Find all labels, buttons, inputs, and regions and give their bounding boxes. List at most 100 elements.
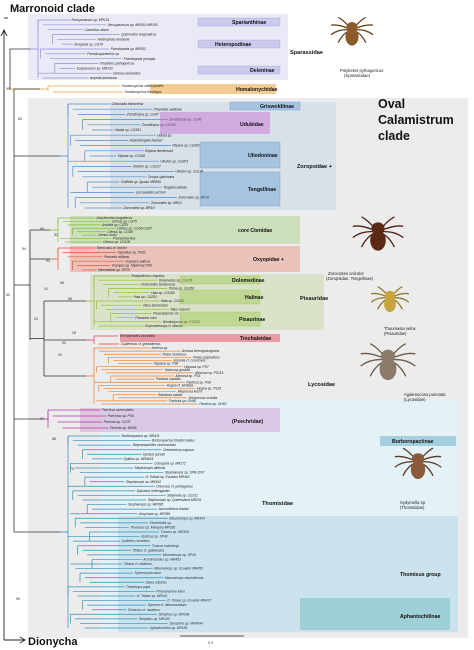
- arrow-up-icon: [0, 28, 8, 37]
- tip-label: cf. Tobias sp. Ecuador MR440: [145, 475, 189, 479]
- thomisus-group-label: Thomisus group: [400, 572, 441, 578]
- spider-photo-pisauridae: [370, 286, 410, 312]
- support-value: 96: [60, 281, 64, 285]
- pisaurinae-box: [179, 311, 261, 327]
- tip-label: Stephanopoides sexmaculata: [132, 443, 175, 447]
- tip-label: Fecenia sp. CG75: [104, 420, 131, 424]
- tip-label: Strophius sp. MR180: [139, 617, 170, 621]
- tip-label: Misumenops nepenthicola: [165, 576, 203, 580]
- photo-caption: (Lycosidae): [404, 397, 426, 402]
- tip-label: Uliodon sp. CG196: [175, 170, 203, 174]
- photo-caption: Agalenocosa punctata: [404, 392, 446, 397]
- spider-abdomen: [370, 230, 386, 251]
- tip-label: Phoneutria fera: [113, 237, 136, 241]
- arrow-right-icon: [19, 636, 26, 644]
- tip-label: Euprosthenops cf. bianna: [145, 324, 183, 328]
- dolomedinae-box: [179, 275, 261, 285]
- tip-label: Titidius cf. albifrons: [124, 562, 153, 566]
- oval-title-1: Oval: [378, 97, 405, 111]
- tip-label: Uliodon sp. CG127: [133, 165, 161, 169]
- tip-label: Trechaleoides biocellata: [120, 334, 155, 338]
- halinae-label: Halinae: [245, 295, 264, 301]
- tengellinae-label: Tengellinae: [248, 187, 276, 193]
- tip-label: Pseudopoda sp. MR532: [111, 47, 147, 51]
- tip-label: Onocolus cf. pentagonus: [156, 484, 193, 488]
- tip-label: Synema parvulum: [135, 571, 162, 575]
- tip-label: Strophius sp. MR168: [158, 612, 189, 616]
- photo-caption: Zorocrates unicolor: [328, 271, 364, 276]
- tip-label: Aphantochilus sp. MR186: [149, 626, 188, 630]
- tip-label: Tapinillus sp. PS32: [118, 251, 146, 255]
- dolomedinae-label: Dolomedinae: [232, 278, 265, 284]
- photo-caption: (Sparassidae): [344, 73, 371, 78]
- photo-caption: (Zoropsidae, Tengellinae): [326, 276, 374, 281]
- tip-label: Zorodictyna sp. CG300: [141, 123, 176, 127]
- tip-label: Stephanopis sp. MR395: [128, 503, 163, 507]
- zoropsidae-panel: [110, 102, 336, 210]
- tip-label: Venonia cf. coruscans: [173, 359, 206, 363]
- tip-label: Psechrus senoculatus: [102, 408, 135, 412]
- tip-label: Zorocrates sp. MR19: [123, 206, 155, 210]
- tip-label: Ctenus sp. CG108: [103, 240, 130, 244]
- spider-photo-zoropsidae: [352, 216, 404, 251]
- sparianthinae-box: [197, 17, 281, 27]
- tip-label: Pardosa sp. GH48: [169, 399, 196, 403]
- photo-caption: (Thomisidae): [400, 505, 425, 510]
- support-value: 54: [22, 247, 26, 251]
- tip-label: Coenypha sp. MR172: [154, 462, 186, 466]
- tip-label: Bradystichus crispatus: [132, 274, 165, 278]
- tip-label: Ctenus sp. CG99: [107, 230, 132, 234]
- borboropactinae-label: Borboropactinae: [392, 439, 434, 445]
- tip-label: Neosparassus sp. MR154-MR350: [108, 23, 158, 27]
- tip-label: Zorocrates sp. MR12: [150, 201, 182, 205]
- tip-label: Austrotengella hackeri: [129, 139, 163, 143]
- tip-label: Epicadus heterogaster: [137, 489, 171, 493]
- deleninae-box: [197, 65, 281, 75]
- deleninae-label: Deleninae: [250, 68, 275, 74]
- aphantochilinae-label: Aphantochilinae: [400, 614, 440, 620]
- tip-label: Arctosa sp.: [151, 346, 169, 350]
- homalonychidae-label: Homalonychidae: [236, 87, 278, 93]
- tip-label: Zorodictyna sp. CG47: [126, 113, 159, 117]
- psechridae-label: (Psechridae): [232, 419, 263, 425]
- tip-label: Quemedice enigmaticus: [121, 33, 157, 37]
- tip-label: Borboropactus bituberculatus: [152, 439, 195, 443]
- tip-label: Kilyana sp. CG302: [172, 144, 200, 148]
- support-value: 58: [68, 297, 72, 301]
- tip-label: Tmarus holmbergi: [152, 544, 179, 548]
- tip-label: Dolomedes tenebrosus: [141, 282, 175, 286]
- ctenidae-panel: [70, 216, 300, 244]
- tip-label: Oxyopes salticus: [125, 259, 150, 263]
- photo-caption: Polybetes pythagoricus: [340, 68, 383, 73]
- spider-photo-sparassidae: [330, 16, 374, 46]
- tip-label: Stephanopis sp. MR442: [126, 480, 161, 484]
- tip-label: Allocosa sp. PS114: [194, 371, 224, 375]
- tip-label: Polybetes pythagoricus: [100, 62, 134, 66]
- tip-label: Xysticus sp. SP40: [140, 535, 168, 539]
- support-value: 28: [72, 331, 76, 335]
- support-value: 93: [46, 259, 50, 263]
- support-value: 99: [40, 417, 44, 421]
- support-value: 52: [54, 233, 58, 237]
- support-value: 90: [62, 341, 66, 345]
- tip-label: Zorocrates sp. MR65: [177, 196, 209, 200]
- tip-label: Pisaurina mira: [135, 316, 156, 320]
- uliodoninae-box: [199, 141, 281, 169]
- tip-label: Ctenus sp. CG70: [112, 220, 137, 224]
- tip-label: Phrynarachne katoi: [156, 590, 185, 594]
- tip-label: Pirata montanus: [162, 352, 186, 356]
- oval-title-3: clade: [378, 129, 410, 143]
- tip-label: Nilus albocinctus: [143, 303, 168, 307]
- sparianthinae-label: Sparianthinae: [232, 20, 266, 26]
- thomisidae-label: Thomisidae: [262, 501, 293, 507]
- tip-label: Allocosa sp. PS5: [174, 374, 200, 378]
- tip-label: Simorcus cf. asiaticus: [128, 608, 160, 612]
- spider-abdomen: [384, 296, 396, 312]
- photo-caption: Sydymella sp.: [400, 500, 426, 505]
- spider-photo-lycosidae: [360, 343, 416, 381]
- support-value: 89: [40, 227, 44, 231]
- heteropodinae-label: Heteropodinae: [215, 42, 251, 48]
- support-value: 23: [34, 317, 38, 321]
- tip-label: Dendrolycosa sp. CG133: [163, 320, 200, 324]
- tip-label: Hamataliwa sp. SP20: [98, 268, 130, 272]
